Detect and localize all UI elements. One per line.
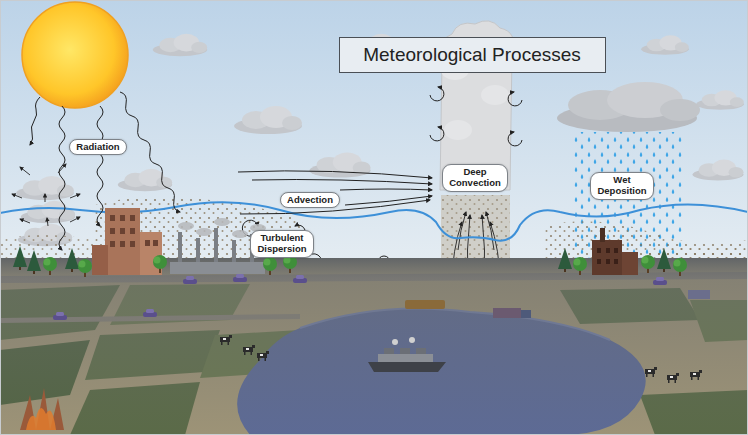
process-label: Turbulent Dispersion <box>250 230 313 257</box>
title-text: Meteorological Processes <box>363 44 581 66</box>
process-label: Radiation <box>69 139 126 156</box>
label-text: Deep Convection <box>449 166 501 188</box>
process-label: Wet Deposition <box>590 172 653 199</box>
label-text: Wet Deposition <box>597 174 646 196</box>
label-text: Radiation <box>76 141 119 152</box>
process-label: Deep Convection <box>442 164 508 191</box>
label-text: Advection <box>287 194 333 205</box>
process-label: Advection <box>280 192 340 209</box>
label-text: Turbulent Dispersion <box>257 232 306 254</box>
title-box: Meteorological Processes <box>339 37 606 73</box>
